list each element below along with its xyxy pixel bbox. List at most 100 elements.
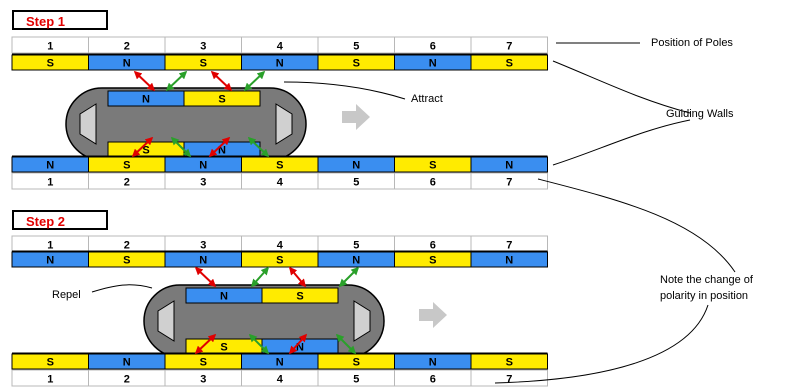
step1-bottom-wall-pole-label-3: N xyxy=(199,160,207,172)
step1-bottom-numbers-number-4: 4 xyxy=(277,177,284,189)
step2-top-numbers-number-3: 3 xyxy=(200,240,206,252)
step1-bottom-wall-pole-label-2: S xyxy=(123,160,130,172)
step2-top-wall-pole-label-3: N xyxy=(199,255,207,267)
step1-top-wall-pole-label-1: S xyxy=(47,58,54,70)
step1-top-wall-pole-label-7: S xyxy=(506,58,513,70)
step1-bottom-wall-pole-label-6: S xyxy=(429,160,436,172)
step1-bottom-wall-pole-label-4: S xyxy=(276,160,283,172)
leader-note-bottom xyxy=(494,304,709,384)
step2-bottom-numbers-number-5: 5 xyxy=(353,374,359,386)
step1-bottom-wall-pole-7 xyxy=(470,156,548,173)
step2-bottom-numbers-number-2: 2 xyxy=(124,374,130,386)
step1-top-numbers-number-1: 1 xyxy=(47,41,53,53)
step1-arrow-8 xyxy=(247,136,270,158)
repel-label: Repel xyxy=(52,289,81,301)
step1-mover-magnet-label-top-1: N xyxy=(142,94,150,106)
step-2-label: Step 2 xyxy=(12,210,108,230)
step1-top-numbers-number-2: 2 xyxy=(124,41,130,53)
step1-arrow-3 xyxy=(210,70,233,92)
step2-bottom-wall-pole-label-4: N xyxy=(276,357,284,369)
step1-top-numbers-number-5: 5 xyxy=(353,41,359,53)
step1-bottom-wall-pole-label-5: N xyxy=(352,160,360,172)
step2-arrow-7 xyxy=(288,333,308,355)
step1-bottom-wall-pole-label-7: N xyxy=(505,160,513,172)
step1-top-wall-pole-7 xyxy=(470,54,548,71)
step1-arrow-2 xyxy=(165,70,188,92)
step1-arrow-1 xyxy=(133,70,156,92)
step2-mover-magnet-label-top-1: N xyxy=(220,291,228,303)
guiding-walls-label: Guiding Walls xyxy=(666,108,734,120)
step2-bottom-numbers-number-3: 3 xyxy=(200,374,206,386)
step1-top-wall-pole-label-6: N xyxy=(429,58,437,70)
step2-mover-magnet-label-bottom-1: S xyxy=(220,342,227,354)
leader-guiding-walls-bottom xyxy=(552,119,691,166)
step1-motion-arrow xyxy=(342,104,370,130)
step1-bottom-numbers-number-1: 1 xyxy=(47,177,53,189)
note-line-2: polarity in position xyxy=(660,290,749,302)
step1-top-numbers-number-3: 3 xyxy=(200,41,206,53)
attract-label: Attract xyxy=(411,93,443,105)
step1-bottom-numbers-number-2: 2 xyxy=(124,177,130,189)
step2-top-numbers-number-7: 7 xyxy=(506,240,512,252)
step2-arrow-3 xyxy=(288,266,307,288)
step2-arrow-6 xyxy=(248,333,270,355)
step2-bottom-wall-pole-label-5: S xyxy=(353,357,360,369)
step2-right-cap xyxy=(353,300,371,342)
step1-top-numbers-number-6: 6 xyxy=(430,41,436,53)
step2-bottom-wall-pole-label-2: N xyxy=(123,357,131,369)
step2-bottom-numbers-cell-7 xyxy=(470,369,548,387)
step2-bottom-wall-pole-label-1: S xyxy=(47,357,54,369)
step1-bottom-numbers-number-5: 5 xyxy=(353,177,359,189)
step2-top-numbers-number-6: 6 xyxy=(430,240,436,252)
step2-bottom-numbers-number-4: 4 xyxy=(277,374,284,386)
step1-left-cap xyxy=(79,103,97,145)
step2-arrow-2 xyxy=(250,266,270,288)
step2-top-wall-pole-label-5: N xyxy=(352,255,360,267)
step1-bottom-numbers-number-3: 3 xyxy=(200,177,206,189)
position-of-poles-label: Position of Poles xyxy=(651,37,733,49)
leader-repel xyxy=(91,284,153,293)
step2-arrow-5 xyxy=(194,333,217,355)
step1-top-wall-pole-label-3: S xyxy=(200,58,207,70)
step1-top-wall-pole-label-5: S xyxy=(353,58,360,70)
step1-top-wall-pole-label-2: N xyxy=(123,58,131,70)
step1-right-cap xyxy=(275,103,293,145)
step-1-label: Step 1 xyxy=(12,10,108,30)
step2-bottom-wall-pole-label-3: S xyxy=(200,357,207,369)
leader-attract xyxy=(283,81,406,100)
note-line-1: Note the change of xyxy=(660,274,753,286)
step1-mover-magnet-label-top-2: S xyxy=(218,94,225,106)
step2-bottom-numbers-number-1: 1 xyxy=(47,374,53,386)
step1-arrow-5 xyxy=(131,136,154,158)
step1-top-numbers-number-7: 7 xyxy=(506,41,512,53)
step2-arrow-1 xyxy=(194,266,217,288)
leader-guiding-walls-top xyxy=(552,60,691,114)
step2-top-numbers-number-1: 1 xyxy=(47,240,53,252)
step2-top-numbers-number-5: 5 xyxy=(353,240,359,252)
step2-bottom-numbers-number-6: 6 xyxy=(430,374,436,386)
step2-bottom-numbers-number-7: 7 xyxy=(506,374,512,386)
step1-bottom-wall-pole-label-1: N xyxy=(46,160,54,172)
step1-bottom-numbers-number-7: 7 xyxy=(506,177,512,189)
step2-motion-arrow xyxy=(419,302,447,328)
step1-top-numbers-cell-7 xyxy=(470,36,548,54)
step2-bottom-wall-pole-7 xyxy=(470,353,548,370)
step1-top-numbers-number-4: 4 xyxy=(277,41,284,53)
step2-arrow-4 xyxy=(338,266,360,288)
step2-mover-magnet-label-top-2: S xyxy=(296,291,303,303)
step1-arrow-4 xyxy=(243,70,266,92)
step2-top-wall-pole-label-6: S xyxy=(429,255,436,267)
step2-top-wall-pole-label-7: N xyxy=(505,255,513,267)
step1-arrow-7 xyxy=(208,136,231,158)
step1-top-wall-pole-label-4: N xyxy=(276,58,284,70)
step2-top-numbers-number-4: 4 xyxy=(277,240,284,252)
step2-top-numbers-number-2: 2 xyxy=(124,240,130,252)
step2-arrow-8 xyxy=(335,333,357,355)
step2-mover-magnet-top-2 xyxy=(261,287,339,304)
step2-bottom-wall-pole-label-6: N xyxy=(429,357,437,369)
step2-top-wall-pole-label-1: N xyxy=(46,255,54,267)
step2-mover-magnet-label-bottom-2: N xyxy=(296,342,304,354)
step1-arrow-6 xyxy=(170,136,192,158)
leader-note-top xyxy=(537,178,736,273)
